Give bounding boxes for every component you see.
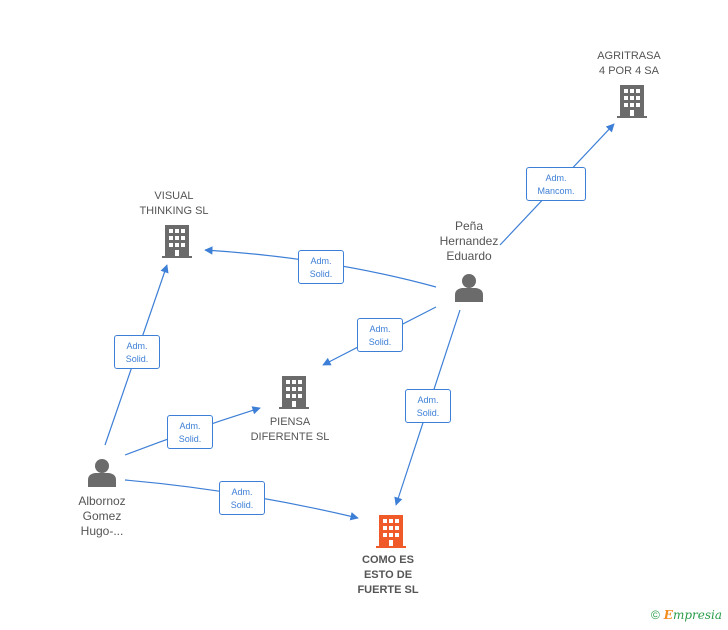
empresia-logo[interactable]: ©Empresia xyxy=(651,608,722,622)
brand-initial: E xyxy=(663,608,673,622)
person-icon xyxy=(88,459,116,487)
edge-label-adm-solid: Adm. Solid. xyxy=(405,389,451,423)
person-label-albornoz[interactable]: Albornoz Gomez Hugo-... xyxy=(78,494,126,538)
company-label-agritrasa[interactable]: AGRITRASA 4 POR 4 SA xyxy=(597,50,661,77)
edge-label-adm-solid: Adm. Solid. xyxy=(114,335,160,369)
edge-label-adm-solid: Adm. Solid. xyxy=(298,250,344,284)
building-icon xyxy=(617,85,647,118)
building-focus-icon xyxy=(376,515,406,548)
company-label-piensa-diferente[interactable]: PIENSA DIFERENTE SL xyxy=(250,416,330,443)
building-icon xyxy=(162,225,192,258)
company-label-visual-thinking[interactable]: VISUAL THINKING SL xyxy=(139,190,209,217)
company-label-como-es[interactable]: COMO ES ESTO DE FUERTE SL xyxy=(357,554,419,596)
building-icon xyxy=(279,376,309,409)
person-icon xyxy=(455,274,483,302)
edge-label-adm-solid: Adm. Solid. xyxy=(219,481,265,515)
edge-label-adm-solid: Adm. Solid. xyxy=(167,415,213,449)
copyright-symbol: © xyxy=(650,608,660,622)
person-label-pena[interactable]: Peña Hernandez Eduardo xyxy=(439,219,499,263)
edge-label-adm-solid: Adm. Solid. xyxy=(357,318,403,352)
brand-name: mpresia xyxy=(672,608,722,622)
edge-label-adm-mancom: Adm. Mancom. xyxy=(526,167,586,201)
